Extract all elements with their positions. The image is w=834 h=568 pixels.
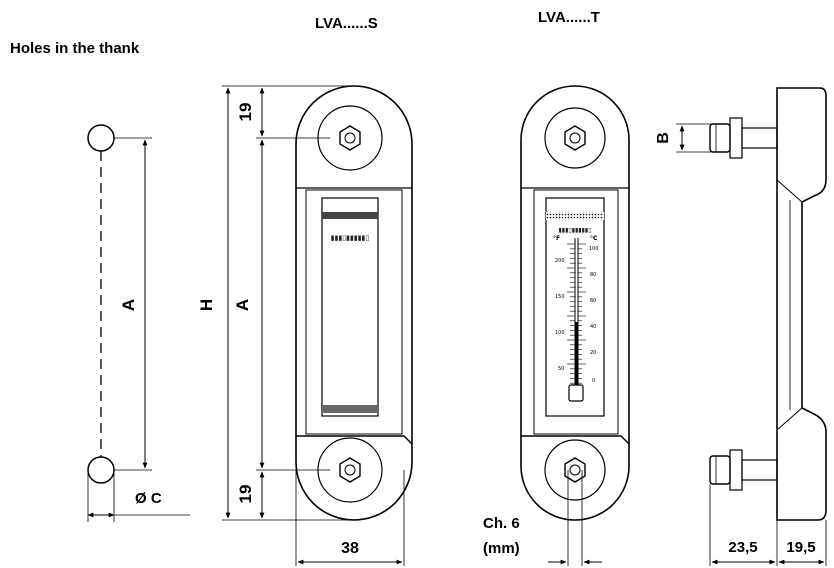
dimension-38-label: 38: [341, 540, 359, 557]
upper-bolt-washer-t: [544, 107, 606, 169]
lower-nut: [709, 455, 731, 485]
dimension-a-label-holes: A: [119, 299, 138, 311]
upper-bolt-washer: [317, 105, 383, 171]
thermometer: °F °C 200 150 100 50 100 80 60 40 20 0: [553, 235, 599, 402]
lower-cap-edge-t: [521, 435, 630, 445]
f-tick-50: 50: [558, 366, 564, 372]
c-tick-20: 20: [590, 350, 596, 356]
lower-bolt-hole-t: [569, 464, 581, 476]
front-view-lva-s: H A 19 19 ▮▮▮▯▮▮▮▮▮▯ 38: [197, 85, 413, 566]
diameter-c-label: Ø C: [135, 490, 162, 507]
thermometer-f-unit: °F: [553, 235, 560, 242]
upper-bolt-hex-t: [564, 125, 586, 151]
lower-stud: [741, 459, 778, 481]
dimension-19-top-label: 19: [236, 103, 255, 122]
c-tick-100: 100: [589, 246, 599, 252]
c-tick-0: 0: [592, 378, 595, 384]
lower-cap-edge: [296, 435, 413, 445]
lower-bolt-washer-t: [544, 439, 606, 501]
thermometer-bulb: [568, 384, 584, 402]
ch6-label-line2: (mm): [483, 540, 520, 557]
lower-bolt-washer: [317, 437, 383, 503]
f-tick-200: 200: [555, 258, 565, 264]
ch6-label-line1: Ch. 6: [483, 515, 520, 532]
title-lva-s: LVA......S: [315, 15, 378, 32]
c-tick-60: 60: [590, 298, 596, 304]
upper-washer: [729, 117, 743, 159]
side-lower-chamfer: [776, 407, 803, 431]
lower-bolt-hole: [344, 464, 356, 476]
thermometer-ticks: [567, 243, 586, 384]
upper-stud: [741, 127, 778, 149]
lower-cap-area: [296, 434, 412, 520]
c-tick-40: 40: [590, 324, 596, 330]
title-lva-t: LVA......T: [538, 9, 600, 26]
dimension-h-label: H: [197, 299, 216, 311]
glass-frame-outer-t: [533, 189, 619, 435]
dimension-19-bottom-label: 19: [236, 485, 255, 504]
glass-window-t: [545, 197, 605, 417]
dimension-b-label: B: [655, 132, 672, 144]
gauge-t-body-outline: [520, 85, 630, 521]
gauge-body-outline: [295, 85, 413, 521]
thermometer-mercury: [575, 322, 578, 385]
upper-bolt-hole: [344, 132, 356, 144]
dimension-a-label-front: A: [233, 299, 252, 311]
glass-top-band-t: [546, 212, 604, 220]
glass-window: [321, 197, 379, 417]
upper-nut: [709, 123, 731, 153]
hole-top: [87, 124, 115, 152]
holes-view: A Ø C: [87, 124, 190, 522]
side-upper-chamfer: [776, 179, 803, 203]
lower-washer: [729, 449, 743, 491]
dimension-23-5-label: 23,5: [728, 539, 757, 556]
glass-printed-mark-t: ▮▮▮▯▮▮▮▮▮▯: [558, 227, 591, 234]
f-tick-150: 150: [555, 294, 565, 300]
hole-bottom: [87, 456, 115, 484]
glass-printed-mark: ▮▮▮▯▮▮▮▮▮▯: [331, 234, 370, 242]
c-tick-80: 80: [590, 272, 596, 278]
front-view-lva-t: ▮▮▮▯▮▮▮▮▮▯ °F °C 200 150 100 50 100 80 6…: [483, 85, 630, 566]
side-view: B 23,5 19,5: [655, 87, 827, 566]
f-tick-100: 100: [555, 330, 565, 336]
side-body-profile: [776, 87, 827, 521]
glass-frame-outer: [305, 189, 403, 435]
lower-bolt-hex-t: [564, 457, 586, 483]
upper-bolt-hole-t: [569, 132, 581, 144]
upper-bolt-hex: [339, 125, 361, 151]
lower-bolt-hex: [339, 457, 361, 483]
glass-bottom-band: [322, 405, 378, 413]
dimension-19-5-label: 19,5: [786, 539, 815, 556]
thermometer-c-unit: °C: [590, 235, 598, 242]
holes-caption: Holes in the thank: [10, 40, 140, 57]
glass-top-band: [322, 212, 378, 219]
